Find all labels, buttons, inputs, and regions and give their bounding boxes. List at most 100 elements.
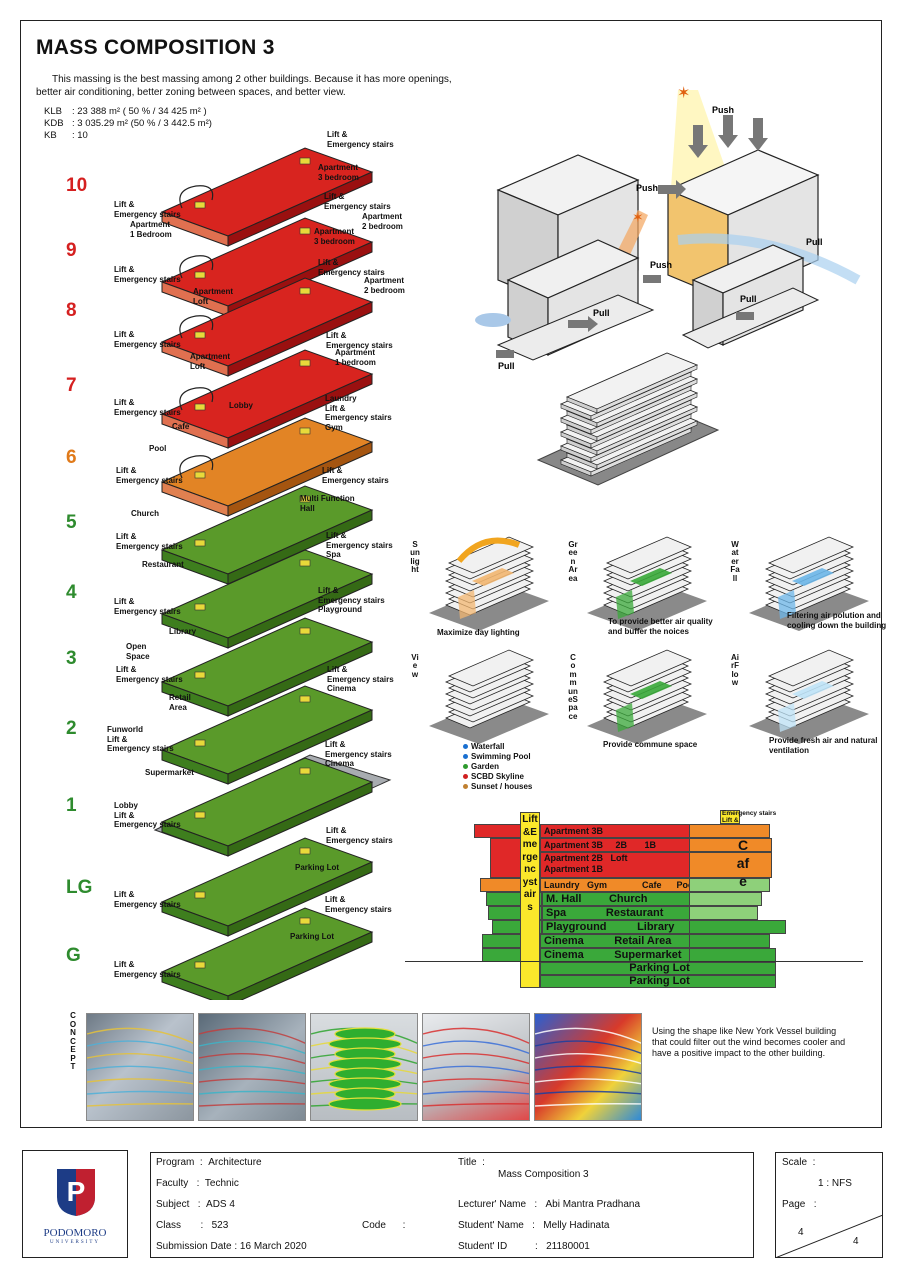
- airflow-simulation-graphic: [311, 1027, 417, 1111]
- massing-step-pull: ✶ Push Pull Pull: [475, 209, 672, 371]
- title-block: [150, 1152, 754, 1258]
- pull-label: Pull: [593, 308, 610, 318]
- floor-label-l01: Lift & Emergency stairs: [327, 130, 394, 149]
- push-label: Push: [636, 183, 658, 193]
- floor-label-l38: Lobby Lift & Emergency stairs: [114, 801, 181, 829]
- analysis-side-label: CommuneSpace: [568, 653, 578, 721]
- page-number: 4: [798, 1227, 804, 1238]
- floor-label-l13: Lift & Emergency stairs: [326, 331, 393, 350]
- view-legend-item: SCBD Skyline: [463, 772, 532, 782]
- floor-label-l02: Apartment 3 bedroom: [318, 163, 359, 182]
- stacking-block: [688, 824, 770, 838]
- floor-label-l32: Lift & Emergency stairs: [116, 665, 183, 684]
- push-label: Push: [712, 105, 734, 115]
- analysis-side-label: WaterFall: [730, 540, 740, 583]
- analysis-building-sketch: [587, 649, 707, 744]
- stat-kdb: KDB: 3 035.29 m² (50 % / 3 442.5 m²): [44, 118, 212, 129]
- floor-plate-2: [160, 685, 374, 785]
- floor-plate-7: [160, 349, 374, 449]
- class-label: Class : 523: [156, 1220, 229, 1231]
- stacking-block: [688, 920, 786, 934]
- floor-label-l43: Parking Lot: [290, 932, 335, 941]
- floor-label-l16: Lift & Emergency stairs: [114, 398, 181, 417]
- stacking-row: Apartment 3B 2B 1B: [540, 838, 690, 852]
- student-name-label: Student' Name : Melly Hadinata: [458, 1220, 610, 1231]
- lift-stairs-core: [520, 812, 540, 988]
- stacking-row: Apartment 3B: [540, 824, 690, 838]
- pull-label: Pull: [498, 361, 515, 371]
- floor-label-l34: Retail Area: [169, 693, 191, 712]
- floor-label-l18: Laundry Lift & Emergency stairs Gym: [325, 394, 392, 432]
- page-key: Page :: [782, 1199, 817, 1210]
- university-logo-icon: P: [57, 1169, 95, 1216]
- floor-label-l07: Apartment 3 bedroom: [314, 227, 355, 246]
- stacking-block: [688, 906, 758, 920]
- stacking-row: Parking Lot: [540, 975, 776, 988]
- airflow-simulation-graphic: [87, 1027, 193, 1107]
- floor-label-l40: Parking Lot: [295, 863, 340, 872]
- concept-thumbnail-1: [86, 1013, 194, 1121]
- floor-number-3: 3: [66, 648, 77, 669]
- floor-label-l14: Apartment Loft: [190, 352, 231, 371]
- floor-label-l28: Lift & Emergency stairs: [114, 597, 181, 616]
- floor-label-l39: Lift & Emergency stairs: [326, 826, 393, 845]
- sun-icon: ✶: [677, 85, 690, 102]
- floor-plate-5: [160, 485, 374, 585]
- floor-label-l15: Apartment 1 bedroom: [335, 348, 376, 367]
- floor-label-l29: Lift & Emergency stairs Playground: [318, 586, 385, 614]
- final-massing-model: [536, 352, 720, 486]
- floor-number-lg: LG: [66, 877, 93, 898]
- concept-text: Using the shape like New York Vessel bui…: [652, 1026, 846, 1058]
- floor-label-l19: Cafe: [172, 422, 190, 431]
- floor-number-10: 10: [66, 175, 88, 196]
- scale-key: Scale :: [782, 1157, 816, 1168]
- stat-klb: KLB: 23 388 m² ( 50 % / 34 425 m² ): [44, 106, 207, 117]
- submission-date: Submission Date : 16 March 2020: [156, 1241, 307, 1252]
- analysis-side-label: AirFlow: [731, 653, 739, 688]
- legend-dot-icon: [463, 784, 468, 790]
- stacking-block: [688, 948, 776, 962]
- stacking-row: M. Hall Church: [542, 892, 690, 906]
- lift-stairs-core-label: Lift&Emergencystairs: [522, 814, 538, 913]
- floor-label-l10: Apartment Loft: [193, 287, 234, 306]
- floor-number-8: 8: [66, 300, 77, 321]
- stacking-row: Spa Restaurant: [542, 906, 690, 920]
- floor-label-l33: Lift & Emergency stairs Cinema: [327, 665, 394, 693]
- floor-label-l08: Lift & Emergency stairs: [318, 258, 385, 277]
- view-legend-item: Garden: [463, 762, 532, 772]
- cafe-vertical-label: Cafe: [736, 837, 750, 889]
- student-id-label: Student' ID : 21180001: [458, 1241, 590, 1252]
- floor-label-l24: Church: [131, 509, 159, 518]
- lecturer-label: Lecturer' Name : Abi Mantra Pradhana: [458, 1199, 641, 1210]
- logo-box: P PODOMORO UNIVERSITY: [22, 1150, 128, 1258]
- stacking-row: Laundry Gym Cafe Pool Lobby: [540, 878, 690, 892]
- floor-label-l17: Lobby: [229, 401, 253, 410]
- analysis-building-sketch: [429, 536, 549, 631]
- floor-plate-10: [160, 147, 374, 247]
- floor-label-l26: Lift & Emergency stairs Spa: [326, 531, 393, 559]
- title-value: Mass Composition 3: [498, 1169, 589, 1180]
- analysis-building-sketch: [587, 536, 707, 631]
- legend-dot-icon: [463, 774, 468, 780]
- faculty-label: Faculty : Technic: [156, 1178, 239, 1189]
- legend-dot-icon: [463, 744, 468, 750]
- stacking-row: Apartment 2B Loft Apartment 1B: [540, 852, 690, 878]
- stacking-block: [688, 878, 770, 892]
- top-core-block: [720, 810, 740, 824]
- ground-line: [405, 961, 863, 962]
- floor-number-g: G: [66, 945, 81, 966]
- airflow-simulation-graphic: [535, 1027, 641, 1107]
- floor-label-l11: Apartment 2 bedroom: [364, 276, 405, 295]
- analysis-caption: Provide commune space: [603, 740, 698, 749]
- scale-value: 1 : NFS: [818, 1178, 852, 1189]
- logo-name: PODOMORO: [43, 1227, 107, 1239]
- stacking-block: [688, 934, 770, 948]
- legend-dot-icon: [463, 764, 468, 770]
- floor-label-l44: Lift & Emergency stairs: [114, 960, 181, 979]
- building-stats: KLB: 23 388 m² ( 50 % / 34 425 m² ) KDB:…: [44, 106, 212, 142]
- floor-label-l41: Lift & Emergency stairs: [114, 890, 181, 909]
- floor-plate-8: [160, 277, 374, 377]
- push-label: Push: [650, 260, 672, 270]
- floor-label-l27: Restaurant: [142, 560, 184, 569]
- pull-label: Pull: [806, 237, 823, 247]
